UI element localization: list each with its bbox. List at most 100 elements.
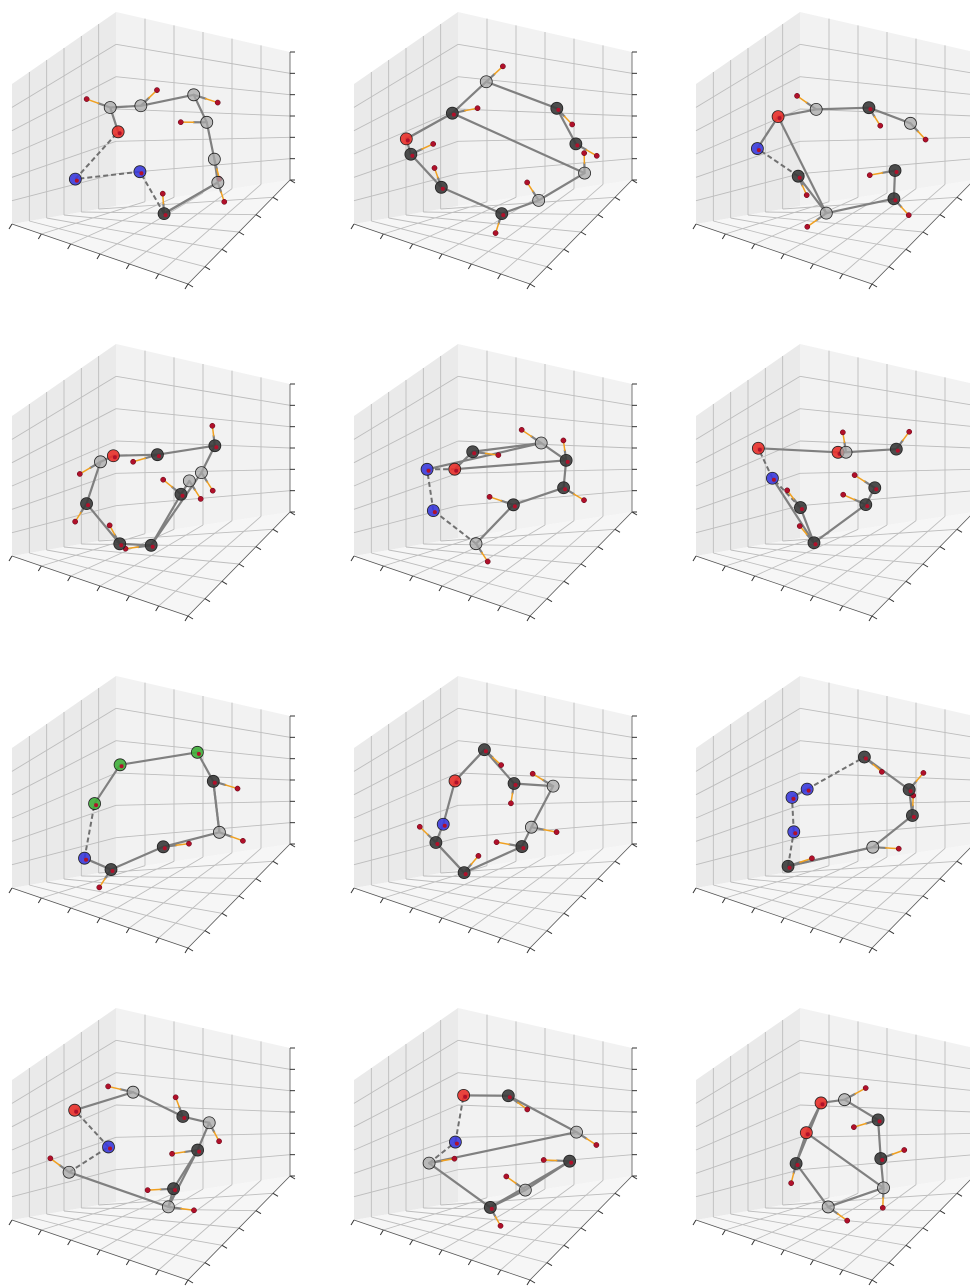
- atom-c: [863, 102, 875, 114]
- atom-core: [139, 171, 143, 175]
- atom-n: [103, 1141, 115, 1153]
- y-tick: [957, 861, 962, 864]
- atom-core: [427, 469, 431, 473]
- axes-3d: [693, 676, 970, 953]
- y-tick: [222, 1245, 227, 1248]
- atom-c: [904, 117, 916, 129]
- atom-c: [808, 537, 820, 549]
- x-tick: [126, 264, 129, 269]
- atom-core: [472, 451, 476, 455]
- atom-c: [820, 207, 832, 219]
- x-tick: [126, 928, 129, 933]
- x-tick: [722, 234, 725, 239]
- hydrogen-atom: [73, 519, 78, 524]
- x-tick: [351, 556, 354, 561]
- atom-core: [108, 1146, 112, 1150]
- atom-c: [435, 181, 447, 193]
- y-tick: [564, 581, 569, 584]
- atom-c: [822, 1201, 834, 1213]
- back-pane: [800, 344, 970, 538]
- atom-o: [752, 442, 764, 454]
- atom-core: [464, 872, 468, 876]
- atom-core: [455, 1142, 459, 1146]
- atom-c: [903, 784, 915, 796]
- hydrogen-atom: [581, 498, 586, 503]
- atom-c: [175, 488, 187, 500]
- atom-o: [458, 1089, 470, 1101]
- x-tick: [498, 606, 501, 611]
- x-tick: [439, 918, 442, 923]
- hydrogen-atom: [921, 770, 926, 775]
- atom-core: [806, 1132, 810, 1136]
- atom-core: [441, 187, 445, 191]
- y-tick: [906, 913, 911, 916]
- x-tick: [380, 898, 383, 903]
- atom-core: [151, 545, 155, 549]
- atom-o: [107, 450, 119, 462]
- atom-c: [446, 107, 458, 119]
- y-tick: [598, 215, 603, 218]
- x-tick: [97, 254, 100, 259]
- atom-core: [213, 781, 217, 785]
- atom-c: [192, 1144, 204, 1156]
- atom-o: [112, 126, 124, 138]
- y-tick: [906, 581, 911, 584]
- atom-core: [772, 478, 776, 482]
- y-tick: [273, 529, 278, 532]
- molecule-panel-1: [8, 8, 298, 290]
- y-tick: [530, 1280, 535, 1283]
- y-tick: [530, 948, 535, 951]
- x-tick: [840, 1270, 843, 1275]
- x-tick: [380, 566, 383, 571]
- axes-3d: [693, 12, 970, 289]
- atom-c: [213, 826, 225, 838]
- atom-core: [893, 198, 897, 202]
- hydrogen-atom: [500, 64, 505, 69]
- atom-core: [521, 846, 525, 850]
- x-tick: [410, 1240, 413, 1245]
- x-tick: [781, 1250, 784, 1255]
- atom-c: [158, 208, 170, 220]
- atom-c: [508, 777, 520, 789]
- atom-c: [782, 860, 794, 872]
- hydrogen-atom: [923, 137, 928, 142]
- atom-c: [105, 864, 117, 876]
- hydrogen-atom: [215, 100, 220, 105]
- hydrogen-atom: [841, 492, 846, 497]
- molecule-panel-7: [8, 672, 298, 954]
- hydrogen-atom: [476, 853, 481, 858]
- atom-c: [423, 1157, 435, 1169]
- x-tick: [869, 284, 872, 289]
- atom-core: [454, 469, 458, 473]
- y-tick: [530, 616, 535, 619]
- atom-c: [94, 456, 106, 468]
- x-tick: [869, 948, 872, 953]
- hydrogen-atom: [145, 1188, 150, 1193]
- hydrogen-atom: [880, 1205, 885, 1210]
- hydrogen-atom: [498, 1223, 503, 1228]
- atom-c: [209, 440, 221, 452]
- x-tick: [810, 596, 813, 601]
- atom-c: [790, 1157, 802, 1169]
- x-tick: [38, 234, 41, 239]
- atom-c: [201, 116, 213, 128]
- hydrogen-atom: [878, 123, 883, 128]
- x-tick: [185, 948, 188, 953]
- atom-core: [406, 138, 410, 142]
- y-tick: [957, 197, 962, 200]
- y-tick: [530, 284, 535, 287]
- atom-core: [508, 1095, 512, 1099]
- atom-core: [164, 213, 168, 217]
- atom-core: [878, 1119, 882, 1123]
- atom-core: [181, 494, 185, 498]
- axes-3d: [9, 12, 295, 289]
- y-tick: [598, 879, 603, 882]
- atom-c: [104, 102, 116, 114]
- atom-c: [151, 449, 163, 461]
- x-tick: [68, 1240, 71, 1245]
- hydrogen-atom: [525, 1107, 530, 1112]
- atom-c: [405, 148, 417, 160]
- x-tick: [38, 566, 41, 571]
- atom-core: [74, 1110, 78, 1114]
- atom-o: [815, 1097, 827, 1109]
